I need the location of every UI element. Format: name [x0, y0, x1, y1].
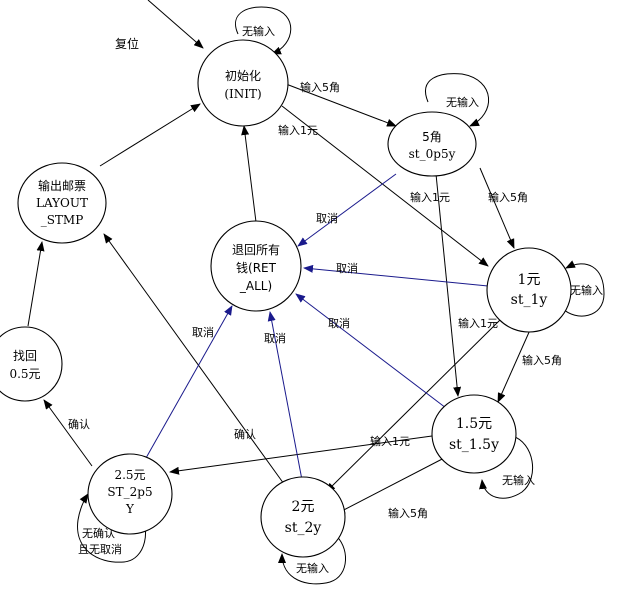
node-layout-line2: LAYOUT — [36, 196, 88, 210]
node-find: 找回 0.5元 — [0, 326, 63, 402]
edge-s1-ret — [303, 264, 489, 287]
node-s25-line1: 2.5元 — [114, 468, 145, 482]
node-s15-line2: st_1.5y — [449, 437, 499, 453]
loop-s05 — [425, 73, 489, 127]
node-layout-line3: _STMP — [41, 213, 84, 227]
node-s2: 2元 st_2y — [260, 476, 346, 558]
edge-find-layout — [27, 241, 45, 327]
node-layout-line1: 输出邮票 — [38, 178, 86, 193]
node-s15-line1: 1.5元 — [456, 416, 492, 432]
loop-s05-label: 无输入 — [446, 95, 479, 109]
edge-s25-ret — [145, 305, 233, 459]
edge-s15-ret-label: 取消 — [328, 316, 350, 330]
loop-s15 — [479, 435, 534, 499]
edge-s05-ret — [297, 173, 397, 247]
node-s1-line2: st_1y — [511, 292, 548, 308]
reset-label: 复位 — [115, 36, 139, 51]
edge-s1-s2-label: 输入1元 — [458, 316, 498, 330]
loop-s1-label: 无输入 — [570, 283, 603, 297]
edge-s25-find-label: 确认 — [68, 418, 90, 431]
edge-s05-s1-label: 输入5角 — [488, 190, 528, 204]
node-s05-line2: st_0p5y — [409, 147, 456, 161]
edge-s1-s15 — [497, 329, 531, 403]
edge-s05-s1 — [479, 167, 515, 249]
node-find-line1: 找回 — [13, 349, 37, 363]
edge-s25-ret-label: 取消 — [192, 325, 214, 339]
node-s2-line2: st_2y — [285, 520, 322, 536]
edge-ret-init — [241, 125, 257, 223]
loop-init-label: 无输入 — [242, 24, 275, 38]
edge-s2-layout-label: 确认 — [234, 428, 256, 441]
node-s05-line1: 5角 — [422, 130, 442, 144]
node-ret-line3: _ALL) — [239, 279, 272, 293]
edge-s15-s2 — [335, 455, 449, 515]
edge-s15-s25-label: 输入1元 — [370, 434, 410, 448]
edge-s15-s25 — [169, 435, 433, 475]
node-s2-line1: 2元 — [292, 499, 315, 515]
node-s25: 2.5元 ST_2p5 Y — [87, 453, 173, 535]
loop-s2-label: 无输入 — [296, 561, 329, 575]
node-ret-line2: 钱(RET — [236, 260, 277, 275]
edge-s2-ret-label: 取消 — [264, 331, 286, 345]
edge-s15-s2-label: 输入5角 — [388, 506, 428, 520]
edge-layout-init — [99, 103, 201, 167]
edge-s1-s15-label: 输入5角 — [522, 353, 562, 367]
edge-s1-ret-label: 取消 — [336, 261, 358, 275]
node-s15: 1.5元 st_1.5y — [431, 394, 517, 474]
edge-init-s1 — [281, 105, 489, 267]
node-init-line2: (INIT) — [224, 87, 261, 101]
node-s05: 5角 st_0p5y — [387, 111, 477, 177]
edge-s05-s15-label: 输入1元 — [410, 190, 450, 204]
edge-init-s05-label: 输入5角 — [300, 80, 340, 94]
node-ret: 退回所有 钱(RET _ALL) — [210, 220, 302, 312]
loop-s2 — [278, 533, 347, 585]
loop-s15-label: 无输入 — [502, 473, 535, 487]
node-s25-line3: Y — [125, 502, 135, 516]
reset-edge — [147, 0, 204, 49]
edge-s05-s15 — [435, 173, 462, 397]
node-s1: 1元 st_1y — [486, 247, 572, 333]
node-layout: 输出邮票 LAYOUT _STMP — [17, 162, 107, 244]
edge-s2-ret — [267, 311, 303, 481]
edge-s15-ret — [295, 293, 447, 409]
loop-s25-label-1: 无确认 — [82, 527, 115, 540]
edge-init-s05 — [285, 83, 397, 127]
edge-s2-layout — [103, 233, 285, 485]
node-s25-line2: ST_2p5 — [107, 485, 152, 499]
node-init: 初始化 (INIT) — [197, 39, 289, 127]
loop-init — [235, 6, 292, 55]
node-ret-line1: 退回所有 — [232, 243, 280, 257]
node-find-line2: 0.5元 — [9, 367, 40, 381]
node-s1-line1: 1元 — [518, 272, 541, 288]
edge-s1-s2 — [325, 319, 501, 493]
node-init-line1: 初始化 — [225, 69, 261, 83]
edge-s25-find — [43, 399, 93, 467]
loop-s25 — [77, 493, 146, 563]
edge-s05-ret-label: 取消 — [316, 211, 338, 225]
edge-init-s1-label: 输入1元 — [278, 123, 318, 137]
loop-s25-label-2: 且无取消 — [78, 542, 122, 556]
loop-s1 — [561, 260, 605, 317]
